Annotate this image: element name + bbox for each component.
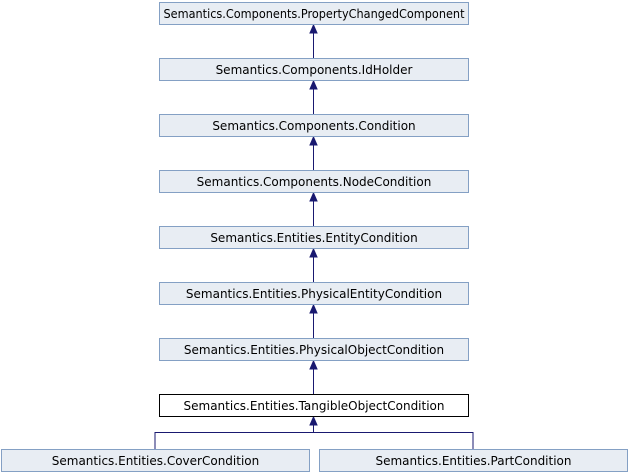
class-label: Semantics.Components.Condition — [212, 119, 415, 133]
class-node-tangibleobjectcondition[interactable]: Semantics.Entities.TangibleObjectConditi… — [159, 394, 469, 417]
class-label: Semantics.Entities.PhysicalObjectConditi… — [184, 343, 444, 357]
class-box[interactable] — [159, 394, 469, 417]
class-label: Semantics.Entities.TangibleObjectConditi… — [184, 399, 445, 413]
edge-line — [313, 424, 474, 449]
class-box[interactable] — [159, 282, 469, 305]
inheritance-arrow-n6 — [309, 359, 318, 370]
inheritance-arrow-n0 — [309, 23, 318, 34]
edge-n8-to-n7 — [154, 424, 314, 449]
edge-line — [154, 424, 314, 449]
class-label: Semantics.Entities.EntityCondition — [210, 231, 417, 245]
class-node-covercondition[interactable]: Semantics.Entities.CoverCondition — [1, 449, 310, 472]
class-node-partcondition[interactable]: Semantics.Entities.PartCondition — [319, 449, 628, 472]
class-node-propertychangedcomponent[interactable]: Semantics.Components.PropertyChangedComp… — [159, 2, 469, 25]
class-node-condition[interactable]: Semantics.Components.Condition — [159, 114, 469, 137]
inheritance-arrow-n3 — [309, 191, 318, 202]
class-label: Semantics.Components.PropertyChangedComp… — [164, 7, 465, 21]
class-node-physicalobjectcondition[interactable]: Semantics.Entities.PhysicalObjectConditi… — [159, 338, 469, 361]
inheritance-arrow-n5 — [309, 303, 318, 314]
edge-n9-to-n7 — [313, 424, 474, 449]
inheritance-arrow-n2 — [309, 135, 318, 146]
class-node-idholder[interactable]: Semantics.Components.IdHolder — [159, 58, 469, 81]
edges-layer — [154, 23, 474, 449]
inheritance-arrow-n7 — [309, 415, 318, 426]
class-node-physicalentitycondition[interactable]: Semantics.Entities.PhysicalEntityConditi… — [159, 282, 469, 305]
class-box[interactable] — [159, 226, 469, 249]
class-label: Semantics.Components.NodeCondition — [197, 175, 432, 189]
class-box[interactable] — [159, 2, 469, 25]
class-box[interactable] — [159, 58, 469, 81]
class-box[interactable] — [159, 338, 469, 361]
class-label: Semantics.Entities.CoverCondition — [52, 454, 259, 468]
class-box[interactable] — [159, 114, 469, 137]
inheritance-arrow-n4 — [309, 247, 318, 258]
class-label: Semantics.Entities.PhysicalEntityConditi… — [186, 287, 442, 301]
class-node-entitycondition[interactable]: Semantics.Entities.EntityCondition — [159, 226, 469, 249]
class-label: Semantics.Components.IdHolder — [216, 63, 413, 77]
class-node-nodecondition[interactable]: Semantics.Components.NodeCondition — [159, 170, 469, 193]
inheritance-arrow-n1 — [309, 79, 318, 90]
class-box[interactable] — [159, 170, 469, 193]
class-label: Semantics.Entities.PartCondition — [375, 454, 571, 468]
